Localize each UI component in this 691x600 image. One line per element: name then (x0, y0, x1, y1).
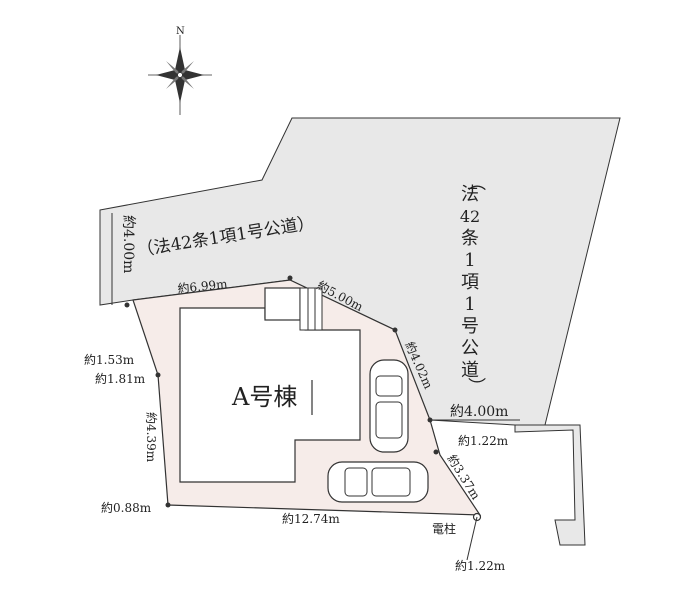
east-road-char: 1 (464, 294, 475, 315)
east-road-char: 1 (464, 250, 475, 271)
east-road-char: （ (465, 173, 486, 191)
east-road-char: 号 (461, 316, 479, 337)
east-road-char: ） (465, 377, 486, 395)
utility-pole-label: 電柱 (432, 521, 456, 536)
dim-top-left: 約6.99m (177, 276, 229, 296)
east-road-width-label: 約4.00m (450, 404, 508, 420)
north-label: N (176, 26, 185, 37)
dim-left-bottom: 約0.88m (101, 500, 152, 515)
building-label: A号棟 (231, 383, 297, 411)
east-road-char: 道 (461, 360, 479, 381)
dim-line (466, 516, 478, 561)
dim-bottom-right: 約1.22m (455, 558, 506, 573)
car-icon (327, 461, 429, 503)
east-road-char: 法 (461, 184, 479, 205)
compass-rose-icon (148, 35, 212, 115)
dim-left-top-1: 約1.53m (84, 352, 135, 367)
entrance-box (264, 287, 301, 321)
dim-left-middle: 約4.39m (144, 412, 159, 463)
east-road-char: 項 (461, 272, 479, 293)
dim-left-top-2: 約1.81m (95, 371, 146, 386)
entrance-steps (299, 287, 323, 331)
north-road-width-label: 約4.00m (120, 215, 136, 273)
east-road-lower (514, 424, 586, 546)
east-road-label: （ 法 42 条 1 項 1 号 公 道 ） (460, 173, 486, 395)
east-road-char: 42 (460, 207, 480, 226)
dim-bottom: 約12.74m (282, 511, 340, 526)
east-road-char: 公 (461, 338, 479, 359)
east-road-char: 条 (461, 228, 479, 249)
car-icon (369, 359, 409, 453)
dim-right-corner: 約1.22m (458, 433, 509, 448)
